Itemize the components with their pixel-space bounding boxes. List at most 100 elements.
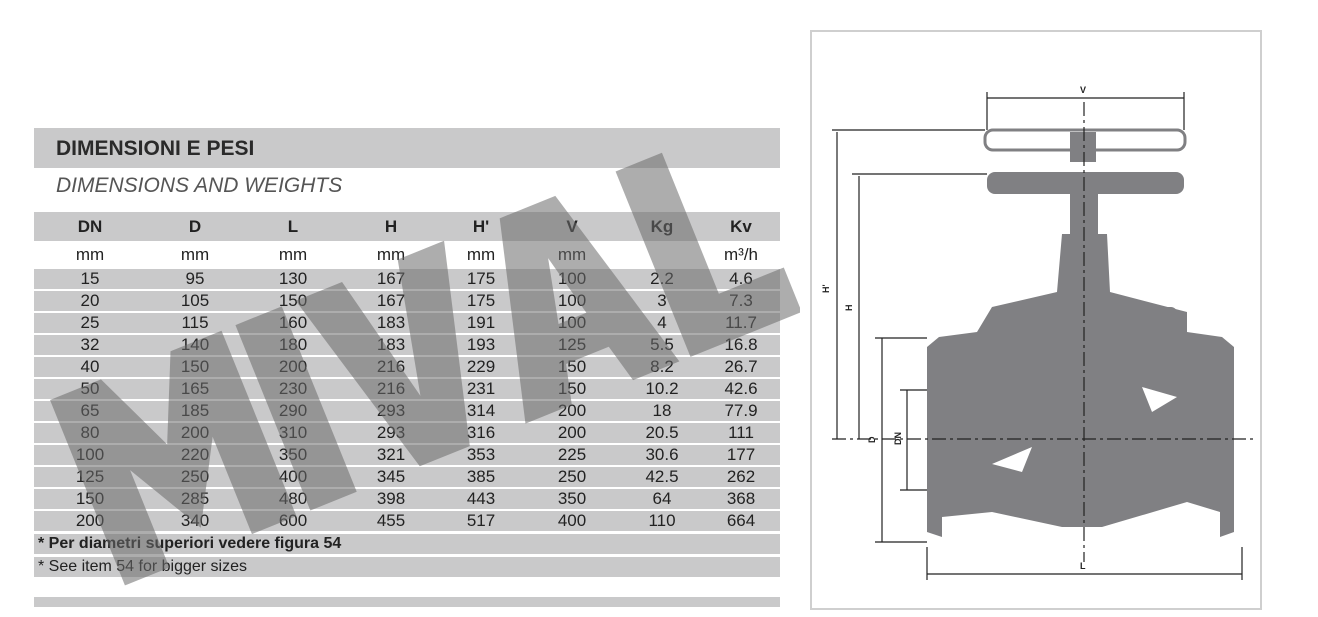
table-cell: 2.2 <box>650 269 674 288</box>
table-cell: 290 <box>278 401 308 420</box>
column-header: Kg <box>650 216 674 236</box>
table-cell: 398 <box>376 489 406 508</box>
table-cell: 225 <box>557 445 587 464</box>
table-cell: 345 <box>376 467 406 486</box>
column-header: H <box>384 216 398 236</box>
table-cell: 321 <box>376 445 406 464</box>
table-cell: 183 <box>376 335 406 354</box>
bottom-bar <box>34 597 780 607</box>
table-cell: 20 <box>80 291 100 310</box>
column-unit: mm <box>557 245 587 264</box>
section-title: DIMENSIONI E PESI <box>56 137 255 160</box>
table-cell: 200 <box>180 423 210 442</box>
table-cell: 115 <box>181 313 209 332</box>
column-header: V <box>566 216 578 236</box>
table-cell: 150 <box>557 357 587 376</box>
table-cell: 50 <box>80 379 100 398</box>
table-cell: 150 <box>278 291 308 310</box>
table-cell: 100 <box>557 291 587 310</box>
column-unit: mm <box>180 245 210 264</box>
table-cell: 64 <box>652 489 672 508</box>
table-cell: 111 <box>728 423 754 442</box>
table-cell: 105 <box>180 291 210 310</box>
table-cell: 175 <box>466 291 496 310</box>
column-unit: mm <box>278 245 308 264</box>
table-cell: 18 <box>652 401 672 420</box>
table-cell: 200 <box>557 423 587 442</box>
table-cell: 230 <box>278 379 308 398</box>
label-v: V <box>1080 85 1086 95</box>
table-cell: 110 <box>648 511 676 530</box>
table-cell: 180 <box>278 335 308 354</box>
table-cell: 183 <box>376 313 406 332</box>
table-cell: 480 <box>278 489 308 508</box>
label-l: L <box>1080 561 1086 571</box>
section-title-bar: DIMENSIONI E PESI <box>34 128 780 168</box>
valve-drawing: V L H' H D DN <box>810 30 1262 610</box>
table-cell: 216 <box>376 379 406 398</box>
table-cell: 200 <box>75 511 105 530</box>
table-cell: 250 <box>557 467 587 486</box>
table-cell: 600 <box>278 511 308 530</box>
table-cell: 385 <box>466 467 496 486</box>
column-header: D <box>188 216 202 236</box>
label-dn: DN <box>893 432 903 445</box>
label-h-prime: H' <box>821 284 831 293</box>
table-cell: 293 <box>376 401 406 420</box>
table-cell: 165 <box>180 379 210 398</box>
column-unit: mm <box>75 245 105 264</box>
table-cell: 10.2 <box>645 379 679 398</box>
table-cell: 15 <box>80 269 100 288</box>
section-subtitle: DIMENSIONS AND WEIGHTS <box>56 174 343 197</box>
table-cell: 65 <box>80 401 100 420</box>
table-cell: 4.6 <box>729 269 753 288</box>
table-cell: 293 <box>376 423 406 442</box>
label-d: D <box>867 436 877 443</box>
column-unit: mm <box>376 245 406 264</box>
table-cell: 8.2 <box>650 357 674 376</box>
table-cell: 316 <box>466 423 496 442</box>
table-cell: 5.5 <box>650 335 674 354</box>
table-cell: 160 <box>278 313 308 332</box>
column-header: DN <box>77 216 103 236</box>
table-cell: 30.6 <box>645 445 679 464</box>
table-cell: 285 <box>180 489 210 508</box>
table-cell: 340 <box>180 511 210 530</box>
table-cell: 125 <box>557 335 587 354</box>
table-cell: 20.5 <box>645 423 679 442</box>
table-cell: 40 <box>80 357 100 376</box>
column-header: H' <box>472 216 490 236</box>
table-cell: 191 <box>466 313 496 332</box>
table-cell: 200 <box>557 401 587 420</box>
table-cell: 100 <box>557 269 587 288</box>
table-cell: 100 <box>557 313 587 332</box>
table-cell: 250 <box>180 467 210 486</box>
footnote-english: * See item 54 for bigger sizes <box>34 557 780 577</box>
table-cell: 167 <box>376 291 406 310</box>
table-cell: 229 <box>466 357 496 376</box>
table-cell: 7.3 <box>729 291 753 310</box>
footnote-italian: * Per diametri superiori vedere figura 5… <box>34 534 780 554</box>
table-cell: 185 <box>180 401 210 420</box>
table-cell: 664 <box>726 511 756 530</box>
table-cell: 368 <box>726 489 756 508</box>
table-cell: 220 <box>180 445 210 464</box>
table-cell: 400 <box>557 511 587 530</box>
label-h: H <box>844 305 854 312</box>
table-cell: 77.9 <box>724 401 758 420</box>
table-cell: 16.8 <box>724 335 758 354</box>
column-header: L <box>287 216 299 236</box>
table-cell: 150 <box>75 489 105 508</box>
valve-diagram-svg: V L H' H D DN <box>821 85 1257 580</box>
table-cell: 443 <box>466 489 496 508</box>
